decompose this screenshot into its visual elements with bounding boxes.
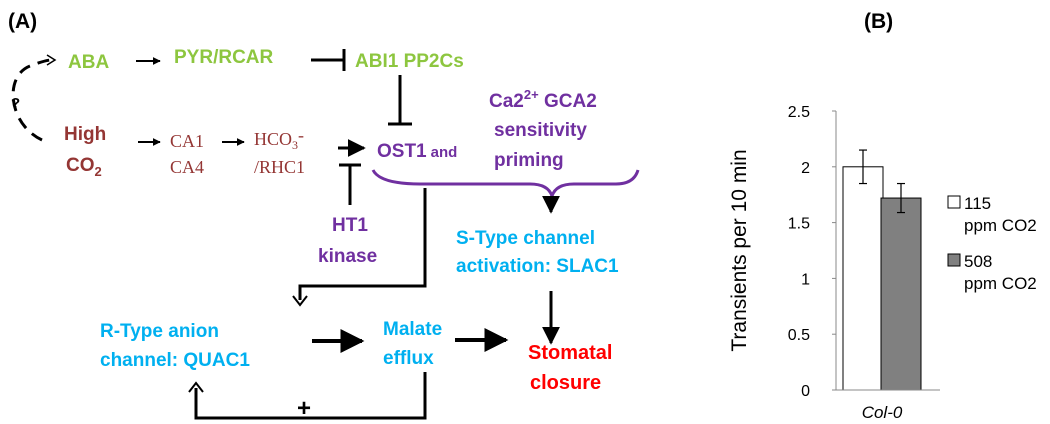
- high-node: High: [64, 124, 106, 145]
- legend-label-line2: ppm CO2: [964, 216, 1037, 235]
- sensitivity-node: sensitivity: [494, 120, 587, 141]
- ost1-to-rtype-path: [298, 188, 427, 300]
- aba-node: ABA: [68, 52, 109, 73]
- ht1-node: HT1: [332, 215, 368, 236]
- abi1-node: ABI1 PP2Cs: [355, 51, 464, 72]
- malate-line1: Malate: [383, 319, 442, 340]
- curly-brace: [371, 169, 640, 201]
- bar-115: [842, 166, 884, 391]
- ca1-node: CA1: [170, 131, 204, 151]
- rhc1-node: /RHC1: [254, 157, 305, 177]
- stype-line1: S-Type channel: [456, 228, 595, 249]
- legend: 115 ppm CO2 508 ppm CO2: [947, 194, 1037, 293]
- stype-line2: activation: SLAC1: [456, 256, 619, 277]
- bars: [842, 149, 922, 391]
- stomatal-line2: closure: [530, 372, 601, 394]
- rtype-line1: R-Type anion: [100, 321, 219, 342]
- co2-node: CO2: [66, 155, 102, 179]
- y-tick-label: 0.5: [788, 327, 810, 344]
- x-category-label: Col-0: [862, 403, 903, 422]
- y-tick-label: 2.5: [788, 104, 810, 121]
- plus-sign: +: [297, 395, 311, 422]
- panel-a-label: (A): [8, 10, 37, 33]
- legend-swatch: [947, 195, 961, 209]
- bar-chart: Transients per 10 min 0 0.5 1 1.5 2 2.5 Col-0…: [728, 104, 1037, 422]
- legend-swatch: [947, 253, 961, 267]
- hco3-node: HCO3-: [254, 125, 304, 152]
- feedback-loop-arrowhead: [188, 381, 204, 393]
- y-tick-label: 2: [801, 160, 810, 177]
- y-tick-label: 1.5: [788, 216, 810, 233]
- malate-line2: efflux: [383, 348, 434, 369]
- y-tick-label: 1: [801, 271, 810, 288]
- dashed-link-arrowhead: [46, 54, 57, 66]
- y-ticks: 0 0.5 1 1.5 2 2.5: [788, 104, 836, 400]
- priming-node: priming: [494, 150, 564, 171]
- panel-b-label: (B): [864, 10, 893, 33]
- rtype-line2: channel: QUAC1: [100, 350, 250, 371]
- legend-label-line2: ppm CO2: [964, 274, 1037, 293]
- ca4-node: CA4: [170, 157, 204, 177]
- y-axis-label: Transients per 10 min: [728, 149, 751, 351]
- aba-co2-dashed-link: [11, 58, 53, 142]
- pyr-rcar-node: PYR/RCAR: [174, 47, 274, 68]
- y-tick-label: 0: [801, 383, 810, 400]
- ca-gca2-node: Ca22+ GCA2: [489, 87, 597, 112]
- stomatal-line1: Stomatal: [528, 342, 612, 364]
- kinase-node: kinase: [318, 246, 377, 267]
- legend-label-line1: 508: [964, 252, 992, 271]
- legend-label-line1: 115: [964, 194, 991, 213]
- ost1-to-rtype-arrowhead: [292, 295, 308, 307]
- bar-508: [880, 197, 922, 391]
- question-mark: ?: [11, 95, 20, 112]
- feedback-loop-path: [194, 372, 427, 420]
